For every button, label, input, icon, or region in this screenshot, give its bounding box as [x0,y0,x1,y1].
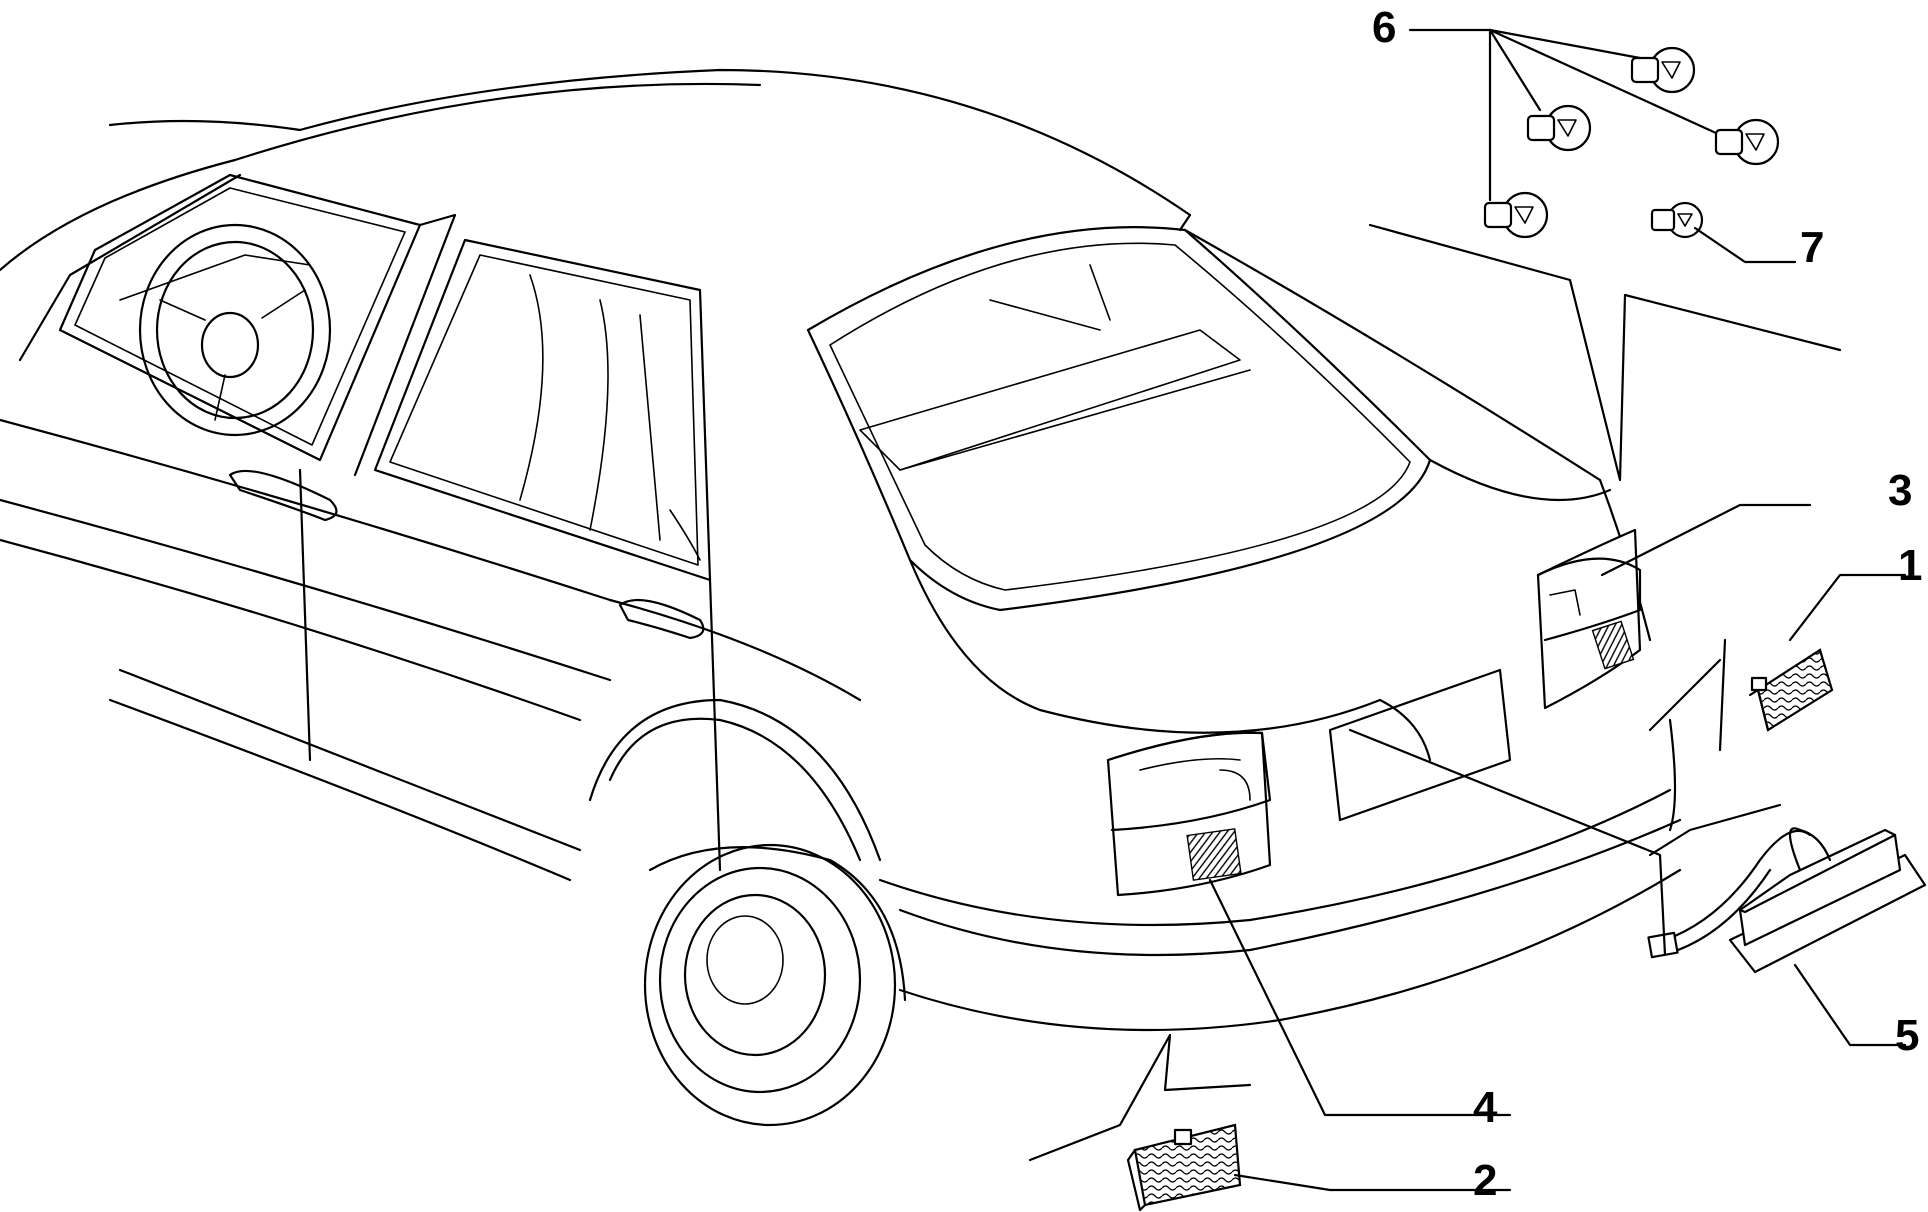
bulb-6-d [1483,191,1549,239]
tail-lamp-left [1106,731,1272,897]
tail-lamp-right [1536,528,1642,710]
callout-labels: 6 7 3 1 5 4 2 [1372,3,1922,1205]
bulb-6-c [1714,118,1780,166]
callout-3: 3 [1888,466,1912,515]
leader-lines [1028,28,1907,1192]
car-body [0,68,1682,1127]
callout-7: 7 [1800,223,1824,272]
callout-6: 6 [1372,3,1396,52]
callout-2: 2 [1473,1156,1497,1205]
license-plate-lamp [1647,827,1927,974]
callout-1: 1 [1898,541,1922,590]
bulb-7 [1650,201,1704,239]
side-reflector-1 [1748,648,1834,732]
bulb-6-a [1630,46,1696,94]
side-reflector-2 [1126,1123,1242,1212]
callout-5: 5 [1895,1011,1919,1060]
bulb-6-b [1526,104,1592,152]
callout-4: 4 [1473,1083,1498,1132]
